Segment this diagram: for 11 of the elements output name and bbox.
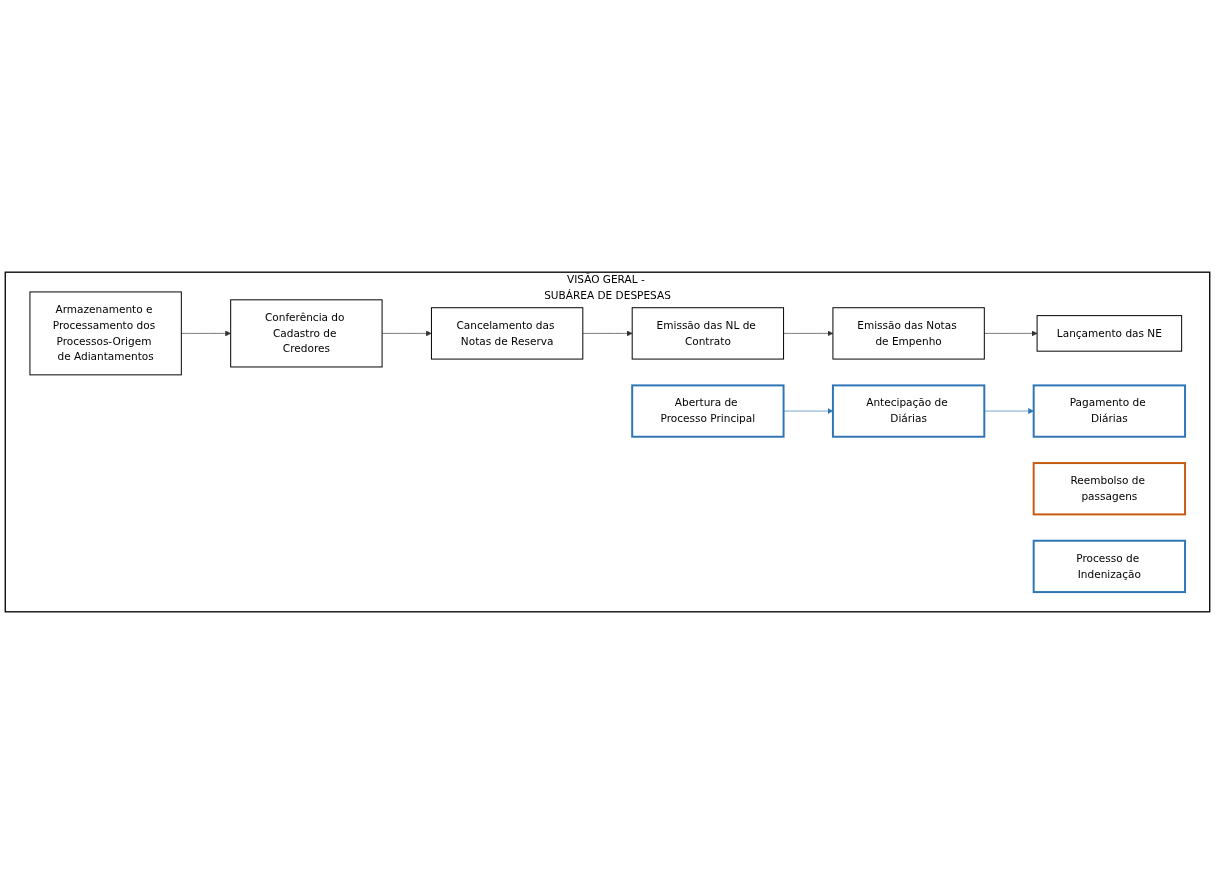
node-box: Lançamento das NE <box>1036 315 1183 352</box>
node-box: Cancelamento das Notas de Reserva <box>430 307 584 360</box>
node-box: Armazenamento e Processamento dos Processos-Origem de Adiantamentos <box>29 291 182 376</box>
node-box: Emissão das Notas de Empenho <box>832 307 985 360</box>
node-box: Abertura de Processo Principal <box>631 384 785 438</box>
node-box: Emissão das NL de Contrato <box>631 307 785 360</box>
node-box: Reembolso de passagens <box>1032 462 1187 516</box>
node-box: Conferência do Cadastro de Credores <box>230 299 383 368</box>
node-box: Antecipação de Diárias <box>831 384 986 438</box>
node-box: Processo de Indenização <box>1032 539 1187 594</box>
node-box: Pagamento de Diárias <box>1032 384 1187 438</box>
